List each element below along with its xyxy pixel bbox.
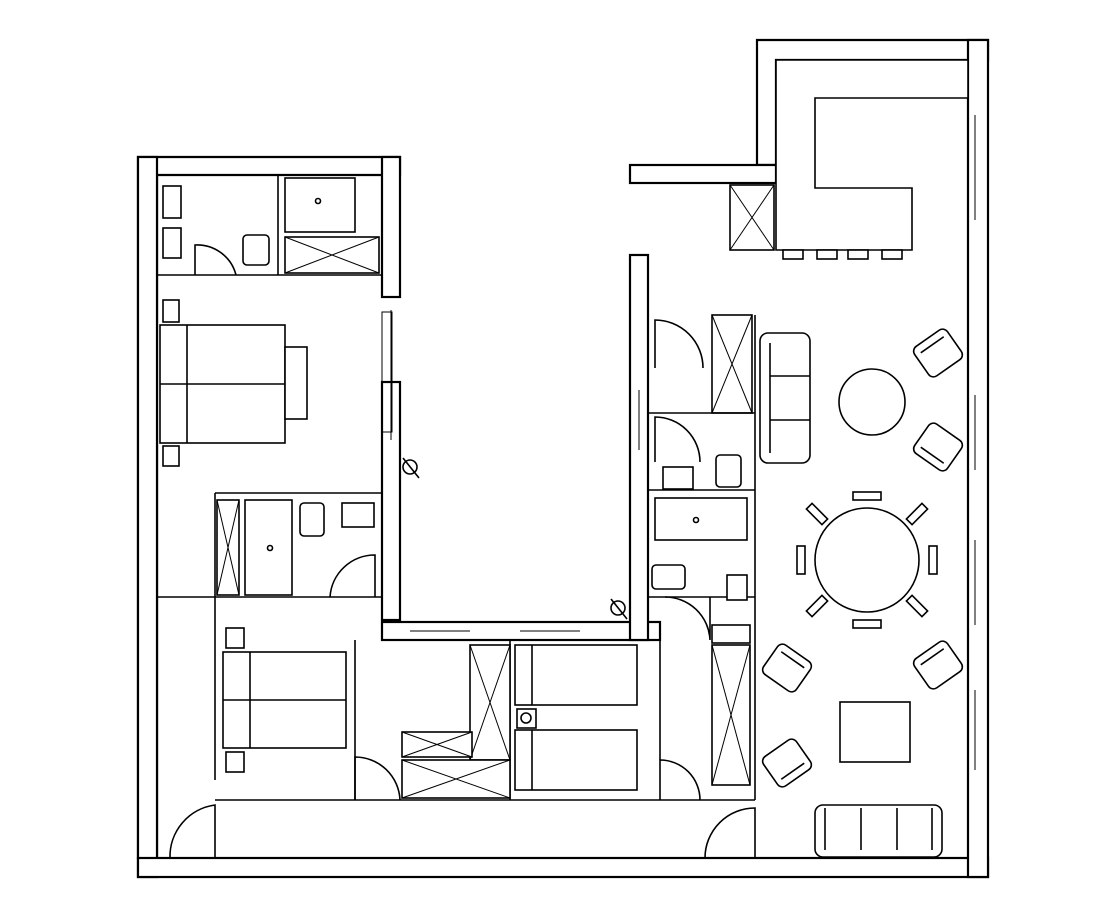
- square-coffee-table: [839, 701, 911, 763]
- wardrobe-cross: [284, 236, 380, 274]
- sink: [662, 466, 694, 490]
- wardrobe-cross: [469, 644, 511, 761]
- dining-chairs: [796, 491, 938, 629]
- door-swing: [664, 596, 711, 641]
- single-bed: [514, 729, 638, 791]
- shower: [654, 497, 748, 541]
- door-swing: [354, 756, 401, 801]
- sink-counter: [284, 177, 356, 233]
- bathroom-1: [162, 177, 380, 276]
- dining-chair: [805, 502, 829, 526]
- shelf-unit: [162, 227, 182, 259]
- north-stub-wall: [628, 163, 778, 185]
- south-wall: [136, 856, 990, 879]
- armchair: [912, 640, 964, 690]
- dining-chair: [905, 594, 929, 618]
- nightstand: [162, 299, 180, 323]
- door-swing: [194, 244, 237, 276]
- pantry-cross: [729, 184, 775, 251]
- closet-cross: [401, 759, 511, 799]
- round-coffee-table: [838, 368, 906, 436]
- sink: [341, 502, 375, 528]
- dining-chair: [905, 502, 929, 526]
- sofa: [814, 804, 943, 858]
- dining-chair: [928, 545, 938, 575]
- courtyard-fixtures: [402, 457, 628, 620]
- dining-chair: [805, 594, 829, 618]
- closet-east: [704, 624, 756, 859]
- bar-stool: [782, 249, 804, 260]
- wardrobe-cross: [711, 644, 751, 786]
- bathroom-3: [648, 314, 755, 490]
- bathroom-2: [216, 499, 376, 598]
- bar-stool: [881, 249, 903, 260]
- bar-stool: [816, 249, 838, 260]
- armchair: [912, 328, 964, 378]
- armchair: [912, 422, 964, 472]
- outdoor-light-icon: [402, 457, 420, 479]
- lamp-icon: [520, 712, 532, 724]
- single-bed: [514, 644, 638, 706]
- outdoor-light-icon: [610, 598, 628, 620]
- shelf-unit: [711, 624, 751, 644]
- dining-chair: [852, 619, 882, 629]
- wardrobe-cross: [711, 314, 753, 414]
- nightstand: [162, 445, 180, 467]
- nightstand: [225, 627, 245, 649]
- toilet-icon: [242, 234, 270, 266]
- nightstand: [225, 751, 245, 773]
- dining-chair: [796, 545, 806, 575]
- kitchen-counter: [775, 59, 969, 251]
- drain-icon: [692, 516, 700, 524]
- round-dining-table: [814, 507, 920, 613]
- armchair: [761, 738, 813, 788]
- door-swing: [704, 807, 756, 859]
- toilet-icon: [715, 454, 742, 488]
- door-swing: [654, 416, 701, 463]
- bedroom-1: [159, 299, 393, 467]
- bathroom-4: [651, 497, 748, 641]
- drain-icon: [314, 197, 322, 205]
- bedroom-3: [514, 644, 701, 801]
- bar-stool: [847, 249, 869, 260]
- kitchen: [729, 59, 969, 260]
- dining-chair: [852, 491, 882, 501]
- living-room: [759, 328, 964, 858]
- armchair: [761, 643, 813, 693]
- door-swing: [659, 759, 701, 801]
- toilet-icon: [299, 502, 325, 537]
- wardrobe-cross: [216, 499, 240, 596]
- closet-cross: [401, 731, 473, 758]
- left-block-east-wall-upper: [380, 155, 402, 299]
- sink: [726, 574, 748, 601]
- closet-strip: [381, 311, 393, 433]
- shelf-unit: [162, 185, 182, 219]
- hall-closets: [401, 644, 511, 799]
- bedroom-2: [169, 627, 401, 859]
- east-wall: [966, 38, 990, 879]
- drain-icon: [266, 544, 274, 552]
- west-wall: [136, 155, 159, 879]
- door-swing: [654, 319, 704, 369]
- door-swing: [329, 554, 376, 598]
- door-swing: [169, 804, 216, 859]
- sofa: [759, 332, 811, 464]
- toilet-icon: [651, 564, 686, 590]
- bed-bench: [284, 346, 308, 420]
